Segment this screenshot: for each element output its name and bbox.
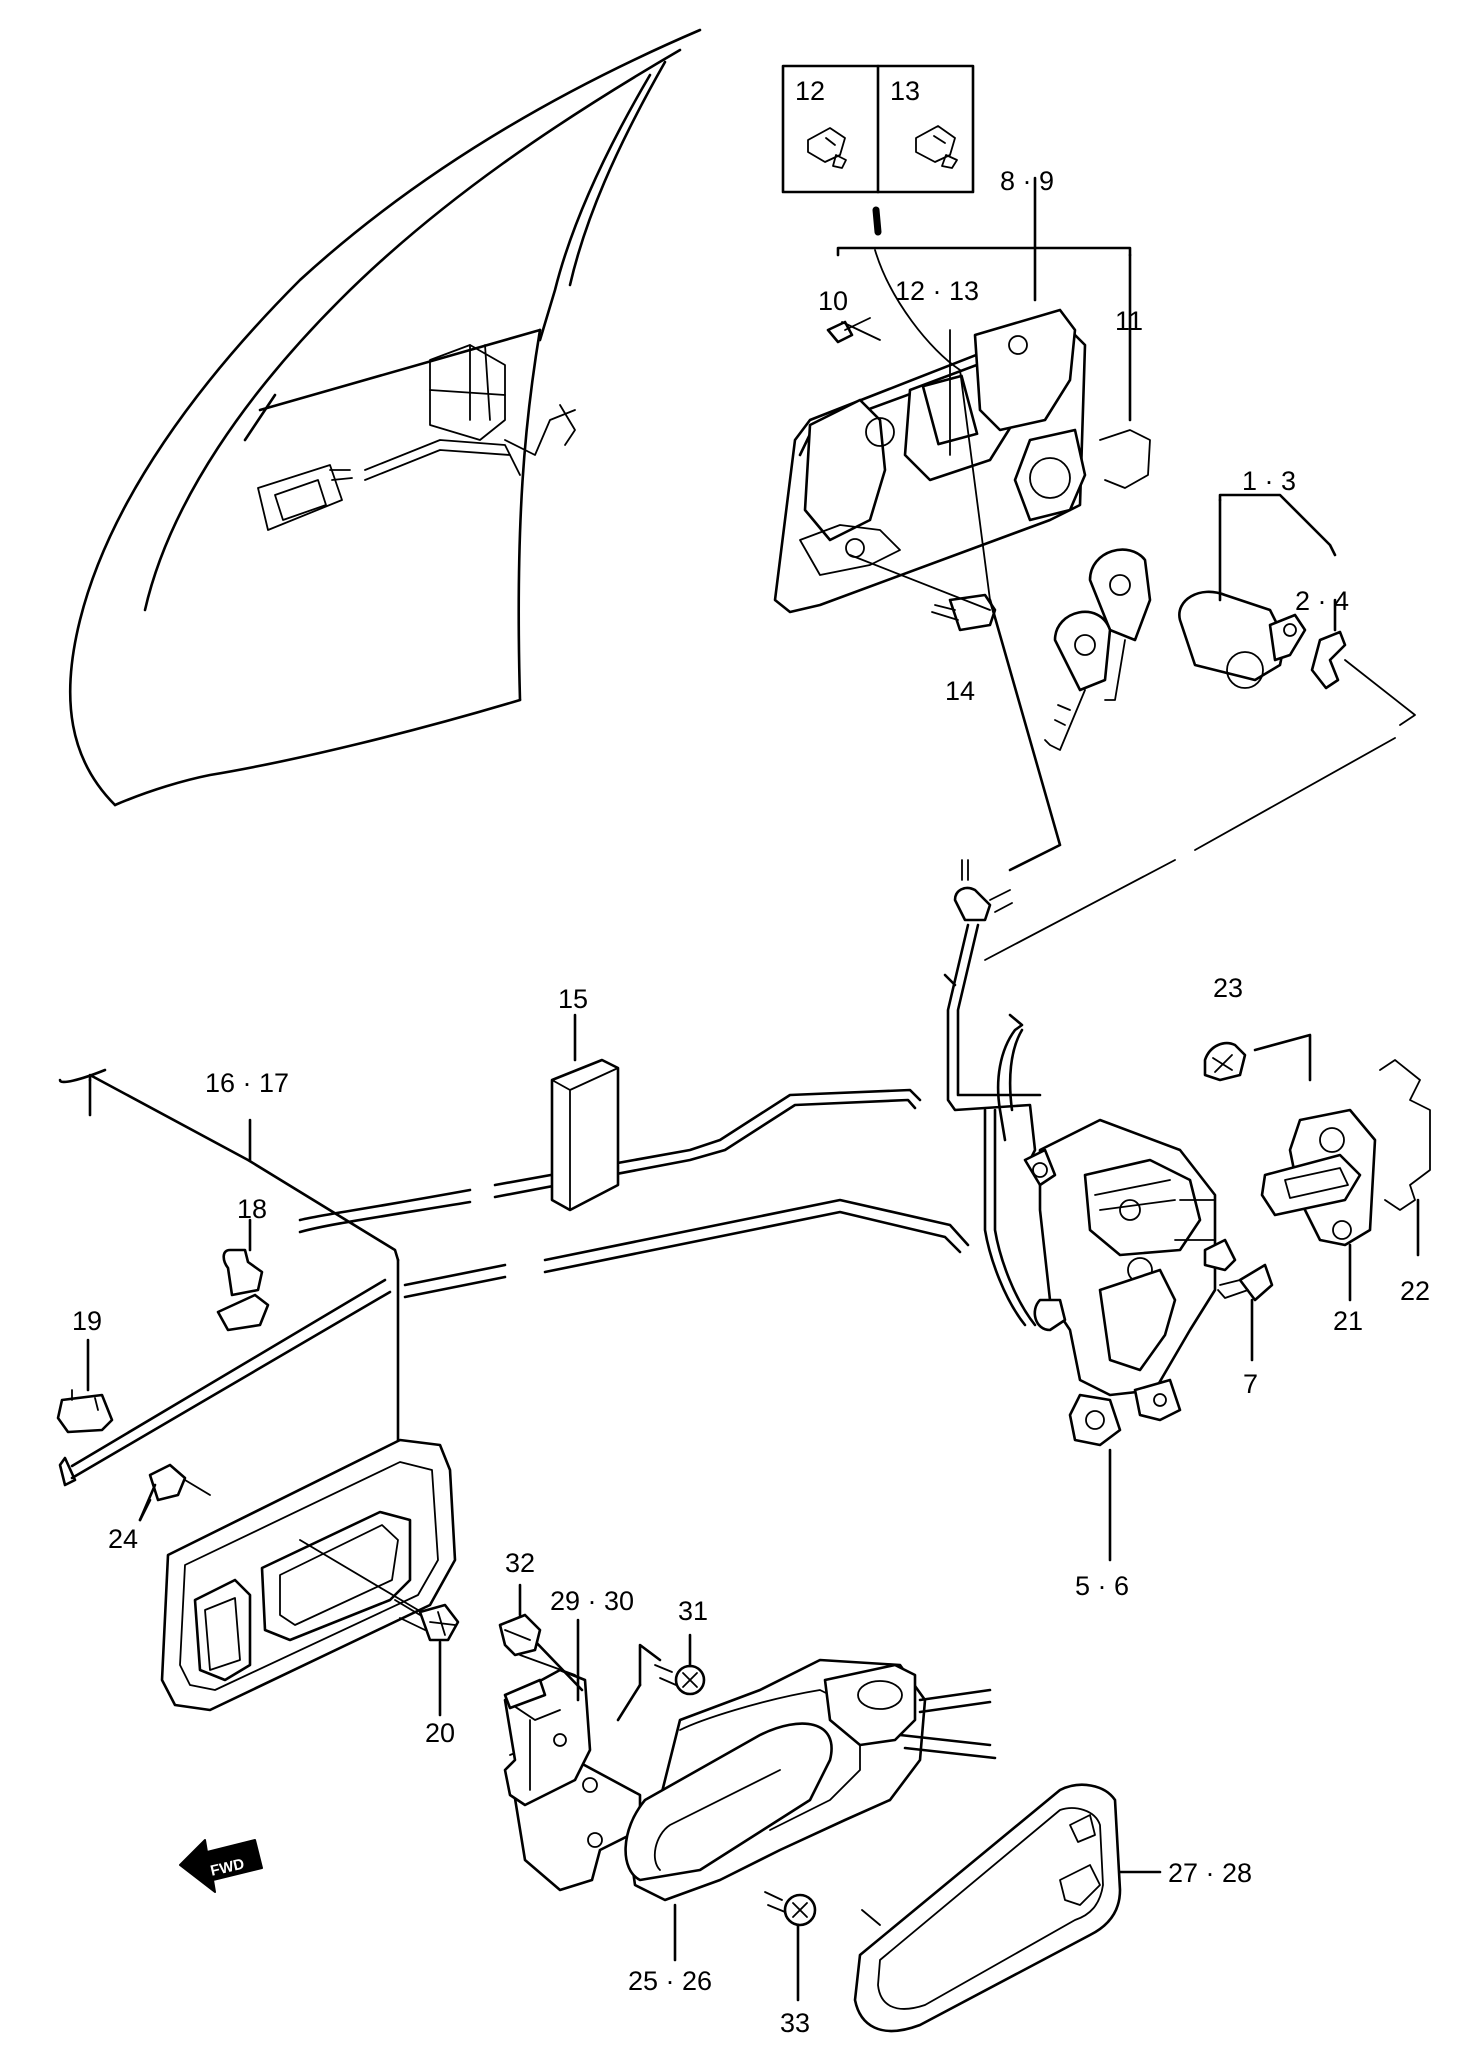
label-22: 22 — [1400, 1276, 1430, 1306]
label-19: 19 — [72, 1306, 102, 1336]
inside-handle-bezel — [138, 1438, 457, 1712]
label-2-4: 2 · 4 — [1295, 586, 1349, 616]
label-18: 18 — [237, 1194, 267, 1224]
label-7: 7 — [1243, 1369, 1258, 1399]
label-5-6: 5 · 6 — [1075, 1571, 1129, 1601]
screw-14 — [849, 554, 997, 632]
door-rods — [58, 1068, 970, 1487]
door-outline — [68, 28, 702, 807]
screw-33 — [764, 1891, 817, 2002]
outside-handle-assembly — [773, 308, 1087, 614]
label-21: 21 — [1333, 1306, 1363, 1336]
label-31: 31 — [678, 1596, 708, 1626]
callout-labels: 8 · 9 10 12 · 13 11 1 · 3 2 · 4 14 15 16… — [72, 166, 1430, 2038]
striker-assembly — [1203, 1033, 1431, 1302]
label-1-3: 1 · 3 — [1242, 466, 1296, 496]
label-15: 15 — [558, 984, 588, 1014]
pad-15 — [550, 1013, 620, 1212]
label-12-13: 12 · 13 — [895, 276, 979, 306]
inset-pointer — [872, 206, 882, 236]
leader-bracket-top — [836, 176, 1132, 601]
left-arrow-icon — [179, 1839, 263, 1893]
label-11: 11 — [1115, 306, 1143, 336]
label-20: 20 — [425, 1718, 455, 1748]
clip-18 — [216, 1218, 270, 1332]
clip-11 — [1099, 429, 1151, 489]
lock-cylinder-set — [1044, 548, 1347, 751]
screw-10 — [826, 317, 881, 344]
label-10: 10 — [818, 286, 848, 316]
label-24: 24 — [108, 1524, 138, 1554]
label-8-9: 8 · 9 — [1000, 166, 1054, 196]
clip-32 — [498, 1583, 576, 1676]
label-33: 33 — [780, 2008, 810, 2038]
label-14: 14 — [945, 676, 975, 706]
door-lock-assembly — [1023, 1118, 1237, 1562]
label-16-17: 16 · 17 — [205, 1068, 289, 1098]
label-23: 23 — [1213, 973, 1243, 1003]
clip-inset-box: 12 13 — [781, 64, 975, 194]
screw-7 — [1217, 1263, 1274, 1362]
fwd-direction-badge: FWD — [179, 1839, 263, 1893]
label-27-28: 27 · 28 — [1168, 1858, 1252, 1888]
clip-19 — [56, 1338, 114, 1434]
label-13: 13 — [890, 76, 920, 106]
bracket-29-30 — [503, 1618, 662, 1807]
leader-bracket-lock — [984, 493, 1416, 961]
label-12: 12 — [795, 76, 825, 106]
lock-rod-linkage — [943, 598, 1062, 1327]
screw-20 — [299, 1539, 460, 1717]
bezel-27-28 — [853, 1783, 1162, 2033]
screw-31 — [654, 1633, 706, 1696]
label-25-26: 25 · 26 — [628, 1966, 712, 1996]
label-32: 32 — [505, 1548, 535, 1578]
leader-bracket-rods — [88, 1073, 400, 1442]
label-29-30: 29 · 30 — [550, 1586, 634, 1616]
